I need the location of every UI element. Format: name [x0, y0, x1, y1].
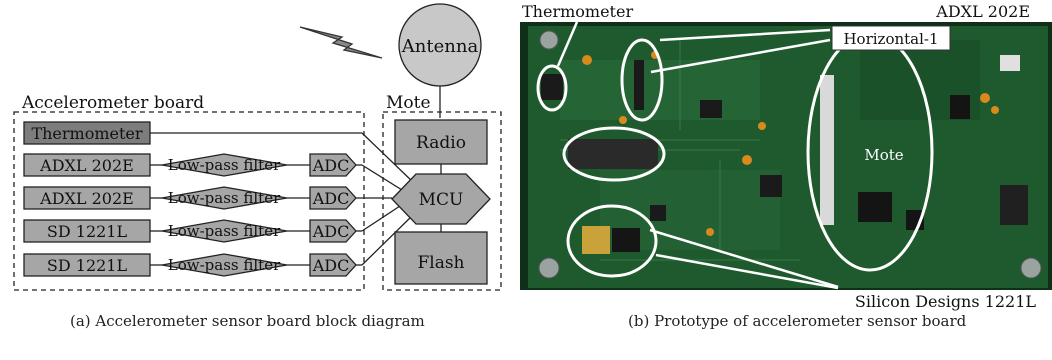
photo-horizontal-label: Horizontal-1 — [843, 30, 938, 48]
thermometer-chip — [541, 74, 563, 100]
horizontal-label-box — [831, 25, 951, 51]
flash-block — [394, 231, 488, 285]
photo-adxl-label: ADXL 202E — [935, 2, 1030, 21]
filter-label: Low-pass filter — [168, 156, 281, 174]
adc-label: ADC — [312, 222, 350, 241]
mote-connector — [820, 75, 834, 225]
mote-label: Mote — [386, 93, 431, 113]
adc-label: ADC — [312, 256, 350, 275]
photo-mote-label: Mote — [864, 146, 903, 164]
sensor-label: SD 1221L — [47, 256, 128, 275]
adc — [309, 186, 357, 210]
filter-label: Low-pass filter — [168, 222, 281, 240]
adxl-highlight — [620, 38, 664, 122]
silicon-chip — [582, 226, 610, 254]
accelerometer-board-group — [13, 111, 365, 291]
antenna-label: Antenna — [401, 36, 479, 57]
sensor-row-3: SD 1221L Low-pass filter ADC — [23, 205, 401, 243]
board-photo — [520, 21, 1052, 290]
mcu-block — [391, 173, 491, 225]
sensor-label: SD 1221L — [47, 222, 128, 241]
adxl-chip — [634, 60, 644, 110]
radio-block — [394, 119, 488, 165]
radio-label: Radio — [416, 133, 466, 153]
wireless-lightning-icon — [299, 26, 383, 59]
sensor-label: ADXL 202E — [39, 189, 134, 208]
filter-label: Low-pass filter — [168, 189, 281, 207]
mote-group — [382, 111, 502, 291]
photo-thermometer-label: Thermometer — [522, 2, 633, 21]
silicon-highlight — [566, 204, 658, 278]
adc-label: ADC — [312, 189, 350, 208]
photo-silicon-label: Silicon Designs 1221L — [855, 292, 1036, 311]
thermometer-label: Thermometer — [31, 124, 142, 143]
mcu-label: MCU — [419, 190, 464, 210]
thermometer-highlight — [536, 64, 568, 112]
caption-a: (a) Accelerometer sensor board block dia… — [70, 312, 425, 330]
caption-b: (b) Prototype of accelerometer sensor bo… — [628, 312, 967, 330]
adc-label: ADC — [312, 156, 350, 175]
adc — [309, 219, 357, 243]
adc — [309, 253, 357, 277]
block-diagram: Antenna Accelerometer board Mote Thermom… — [13, 3, 502, 291]
filter-label: Low-pass filter — [168, 256, 281, 274]
horizontal-highlight — [562, 126, 666, 182]
sensor-row-2: ADXL 202E Low-pass filter ADC — [23, 186, 392, 210]
horizontal-chip — [568, 139, 658, 169]
flash-label: Flash — [417, 253, 464, 273]
sensor-row-4: SD 1221L Low-pass filter ADC — [23, 213, 415, 277]
accelerometer-board-label: Accelerometer board — [21, 93, 204, 113]
sensor-label: ADXL 202E — [39, 156, 134, 175]
adc — [309, 153, 357, 177]
sensor-row-1: ADXL 202E Low-pass filter ADC — [23, 153, 403, 191]
